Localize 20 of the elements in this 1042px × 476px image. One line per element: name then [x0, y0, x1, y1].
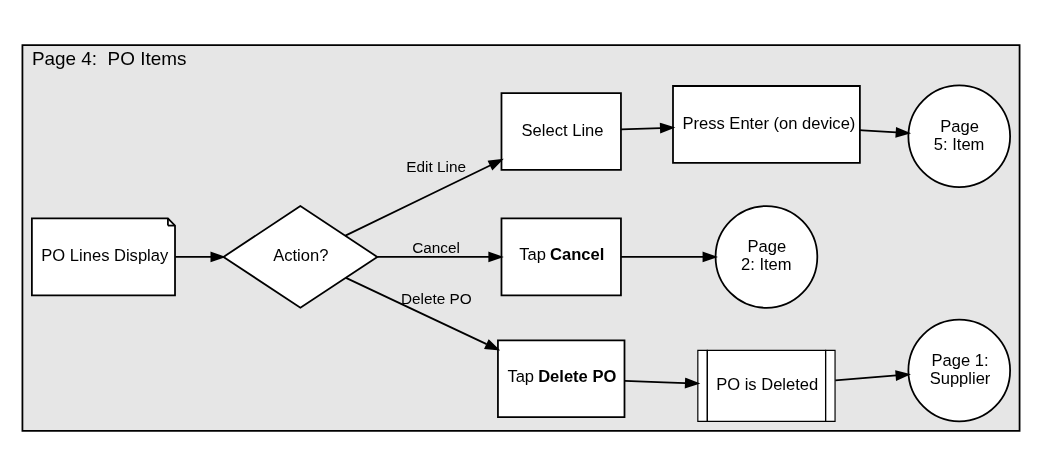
arrow [620, 122, 676, 134]
arrow [624, 377, 701, 389]
arrow [376, 251, 504, 263]
node-circle: Page 1: Supplier [907, 318, 1011, 423]
arrow [344, 158, 504, 237]
arrow [620, 251, 718, 263]
node-circle: Page 2: Item [714, 205, 819, 309]
node-circle: Page 5: Item [907, 84, 1011, 189]
node-box: Tap Cancel [500, 217, 622, 297]
node-box: Select Line [500, 92, 622, 171]
arrow [834, 370, 911, 382]
edge-label: Delete PO [400, 289, 472, 307]
arrow [345, 277, 501, 351]
node-box: Tap Delete PO [497, 339, 626, 419]
arrow [859, 127, 912, 138]
node-box: Press Enter (on device) [672, 85, 861, 164]
edge-label: Edit Line [406, 158, 467, 176]
node-diamond: Action? [221, 205, 379, 309]
edge-label: Cancel [412, 238, 460, 256]
arrow [174, 251, 226, 263]
